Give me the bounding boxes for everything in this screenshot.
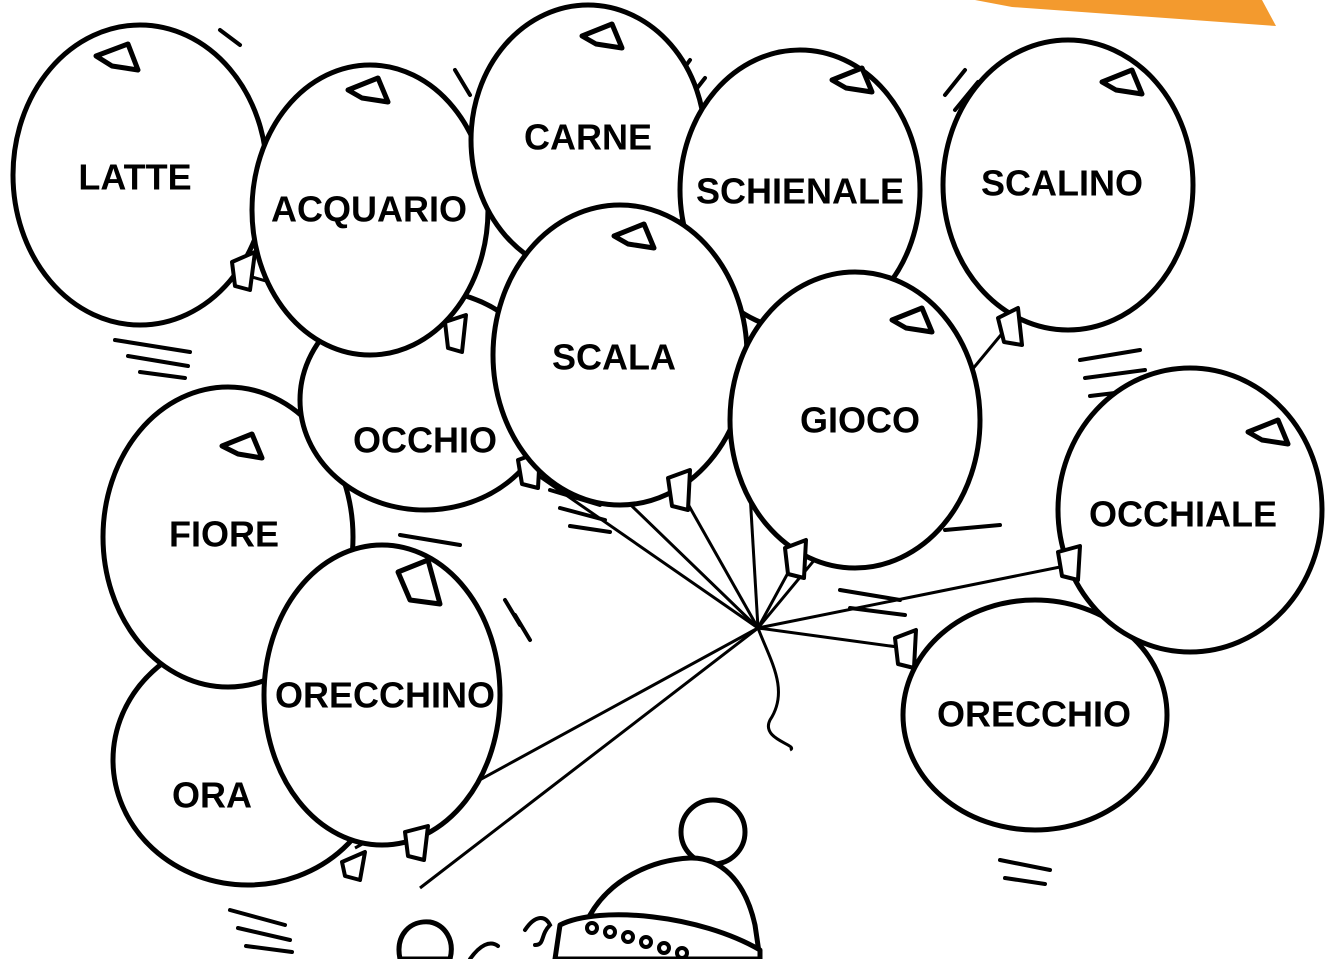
- balloon-orecchino: [261, 542, 503, 862]
- label-occhio: OCCHIO: [353, 420, 497, 461]
- hat-ear: [523, 916, 553, 947]
- child-hand: [396, 919, 454, 959]
- label-occhiale: OCCHIALE: [1089, 494, 1277, 535]
- label-gioco: GIOCO: [800, 400, 920, 441]
- orange-corner-banner: [975, 0, 1276, 26]
- label-orecchino: ORECCHINO: [275, 675, 495, 716]
- label-acquario: ACQUARIO: [271, 189, 467, 230]
- label-latte: LATTE: [78, 157, 191, 198]
- balloon-orecchio: [893, 597, 1170, 833]
- balloon-scalino: [940, 37, 1196, 347]
- balloon-latte: [10, 22, 270, 328]
- label-orecchio: ORECCHIO: [937, 694, 1131, 735]
- balloon-occhiale: [1055, 365, 1325, 655]
- hat-brim: [552, 912, 763, 959]
- child-figure: [396, 797, 763, 959]
- hat-brim-dots: [585, 921, 689, 959]
- balloon-acquario: [249, 62, 491, 358]
- label-scala: SCALA: [552, 337, 676, 378]
- label-fiore: FIORE: [169, 514, 279, 555]
- balloon-schienale: [677, 47, 923, 333]
- label-carne: CARNE: [524, 117, 652, 158]
- hat-pompom: [678, 797, 748, 867]
- balloon-labels: ORA FIORE LATTE OCCHIO ACQUARIO CARNE SC…: [78, 117, 1277, 816]
- label-schienale: SCHIENALE: [696, 171, 904, 212]
- label-ora: ORA: [172, 775, 252, 816]
- balloon-gioco: [727, 269, 983, 580]
- label-scalino: SCALINO: [981, 163, 1143, 204]
